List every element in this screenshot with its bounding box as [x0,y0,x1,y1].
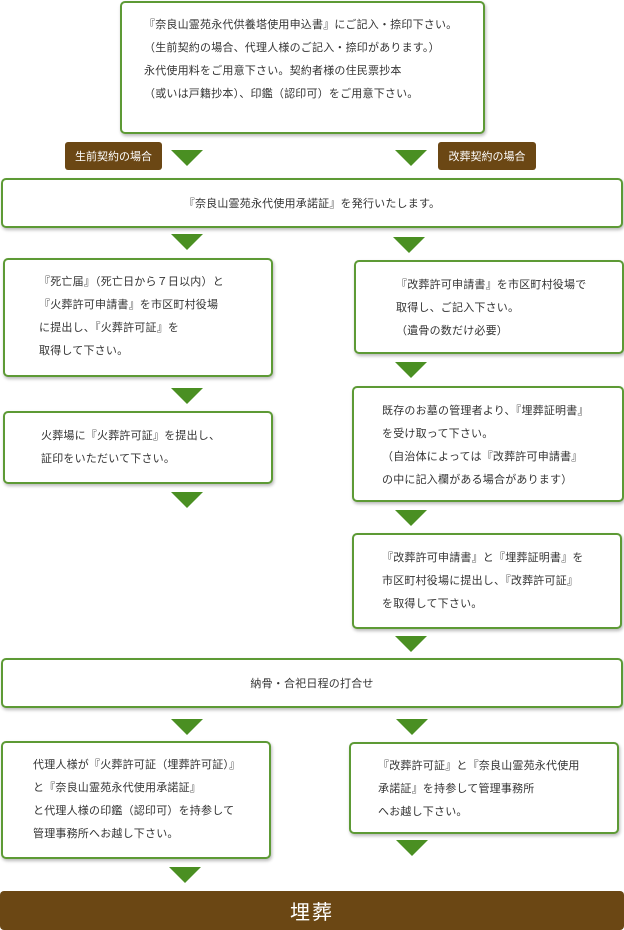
arrow-down-icon [171,492,203,508]
arrow-down-icon [393,237,425,253]
burial-final-banner: 埋葬 [0,891,624,930]
crematorium-line: 火葬場に『火葬許可証』を提出し、 [41,429,221,442]
pre-contract-tag: 生前契約の場合 [65,142,162,170]
application-line: 『奈良山霊苑永代供養塔使用申込書』にご記入・捺印下さい。 [144,18,458,31]
crematorium-step-box: 火葬場に『火葬許可証』を提出し、 証印をいただいて下さい。 [3,411,273,484]
right-visit-office-step-box: 『改葬許可証』と『奈良山霊苑永代使用 承諾証』を持参して管理事務所 へお越し下さ… [349,742,619,834]
arrow-down-icon [395,636,427,652]
death-notice-line: 『火葬許可申請書』を市区町村役場 [39,298,219,311]
burial-certificate-line: （自治体によっては『改葬許可申請書』 [382,450,583,463]
reburial-application-line: （遺骨の数だけ必要） [396,324,508,337]
certificate-step-box: 『奈良山霊苑永代使用承諾証』を発行いたします。 [1,178,623,228]
left-visit-office-line: 管理事務所へお越し下さい。 [33,827,179,840]
left-visit-office-line: 代理人様が『火葬許可証（埋葬許可証）』 [33,758,241,771]
right-visit-office-line: 承諾証』を持参して管理事務所 [378,782,535,795]
arrow-down-icon [171,719,203,735]
left-visit-office-line: と『奈良山霊苑永代使用承諾証』 [33,781,201,794]
right-visit-office-line: 『改葬許可証』と『奈良山霊苑永代使用 [378,759,580,772]
schedule-text: 納骨・合祀日程の打合せ [250,676,374,690]
left-visit-office-step-box: 代理人様が『火葬許可証（埋葬許可証）』 と『奈良山霊苑永代使用承諾証』 と代理人… [1,741,271,859]
reburial-permit-line: 市区町村役場に提出し、『改葬許可証』 [382,574,579,587]
death-notice-line: に提出し、『火葬許可証』を [39,321,180,334]
reburial-contract-tag: 改葬契約の場合 [438,142,536,170]
reburial-permit-line: 『改葬許可申請書』と『埋葬証明書』を [382,551,584,564]
arrow-down-icon [171,234,203,250]
reburial-application-step-box: 『改葬許可申請書』を市区町村役場で 取得し、ご記入下さい。 （遺骨の数だけ必要） [354,260,624,354]
burial-certificate-line: を受け取って下さい。 [382,427,494,440]
application-line: （生前契約の場合、代理人様のご記入・捺印があります。） [144,41,440,54]
burial-certificate-step-box: 既存のお墓の管理者より、『埋葬証明書』 を受け取って下さい。 （自治体によっては… [352,386,624,502]
reburial-application-line: 取得し、ご記入下さい。 [396,301,520,314]
left-visit-office-line: と代理人様の印鑑（認印可）を持参して [33,804,235,817]
arrow-down-icon [171,150,203,166]
burial-certificate-line: 既存のお墓の管理者より、『埋葬証明書』 [382,404,589,417]
death-notice-line: 『死亡届』（死亡日から７日以内）と [39,275,224,288]
arrow-down-icon [395,362,427,378]
reburial-permit-step-box: 『改葬許可申請書』と『埋葬証明書』を 市区町村役場に提出し、『改葬許可証』 を取… [352,533,622,629]
application-line: （或いは戸籍抄本）、印鑑（認印可）をご用意下さい。 [144,87,419,100]
application-step-box: 『奈良山霊苑永代供養塔使用申込書』にご記入・捺印下さい。 （生前契約の場合、代理… [120,1,485,134]
schedule-step-box: 納骨・合祀日程の打合せ [1,658,623,708]
death-notice-line: 取得して下さい。 [39,344,129,357]
arrow-down-icon [171,388,203,404]
arrow-down-icon [396,719,428,735]
arrow-down-icon [396,840,428,856]
application-line: 永代使用料をご用意下さい。契約者様の住民票抄本 [144,64,402,77]
arrow-down-icon [169,867,201,883]
death-notice-step-box: 『死亡届』（死亡日から７日以内）と 『火葬許可申請書』を市区町村役場 に提出し、… [3,258,273,377]
right-visit-office-line: へお越し下さい。 [378,805,468,818]
reburial-permit-line: を取得して下さい。 [382,597,483,610]
burial-certificate-line: の中に記入欄がある場合があります） [382,473,573,486]
arrow-down-icon [395,510,427,526]
crematorium-line: 証印をいただいて下さい。 [41,452,176,465]
reburial-application-line: 『改葬許可申請書』を市区町村役場で [396,278,587,291]
arrow-down-icon [395,150,427,166]
certificate-text: 『奈良山霊苑永代使用承諾証』を発行いたします。 [183,196,441,210]
